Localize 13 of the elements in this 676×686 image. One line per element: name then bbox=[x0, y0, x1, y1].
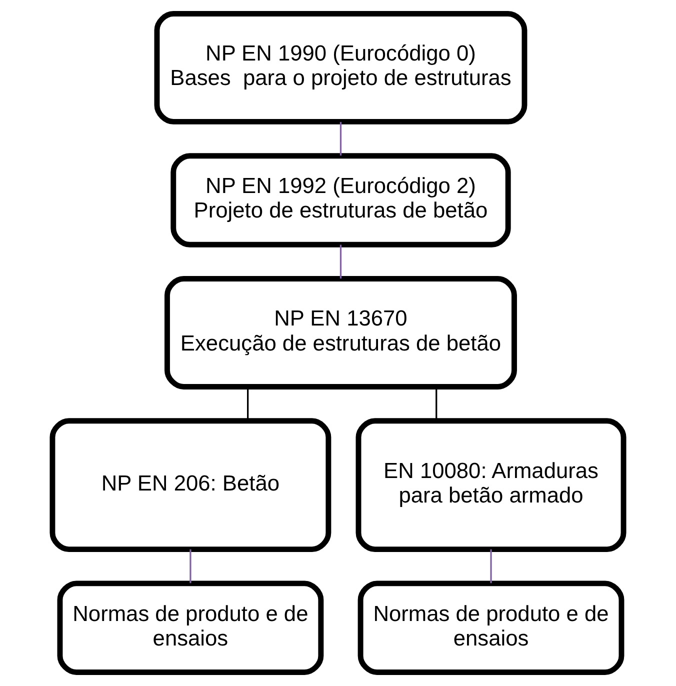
node-box: NP EN 1992 (Eurocódigo 2) Projeto de estruturas de betão bbox=[170, 153, 511, 248]
node-box: Normas de produto e de ensaios bbox=[57, 580, 324, 675]
connector bbox=[340, 244, 342, 278]
connector bbox=[247, 386, 249, 421]
connector bbox=[190, 549, 192, 584]
node-box: Normas de produto e de ensaios bbox=[358, 580, 624, 675]
connector bbox=[490, 549, 492, 584]
node-box: NP EN 1990 (Eurocódigo 0) Bases para o projeto de estruturas bbox=[154, 11, 528, 124]
connector bbox=[340, 122, 342, 156]
node-box: NP EN 206: Betão bbox=[50, 418, 332, 552]
connector bbox=[436, 386, 438, 421]
node-box: EN 10080: Armaduras para betão armado bbox=[356, 418, 626, 552]
node-box: NP EN 13670 Execução de estruturas de betão bbox=[164, 276, 517, 390]
